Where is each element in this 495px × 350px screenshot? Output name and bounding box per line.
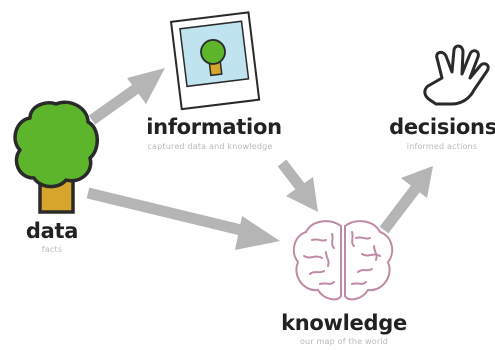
photo-icon <box>169 11 261 111</box>
node-decisions-title: decisions <box>389 115 495 139</box>
arrow-information-to-knowledge <box>277 159 318 212</box>
node-knowledge-subtitle: our map of the world <box>299 337 389 346</box>
node-knowledge-title: knowledge <box>281 311 407 335</box>
arrow-knowledge-to-decisions <box>379 166 433 234</box>
node-decisions-subtitle: informed actions <box>406 142 478 151</box>
tree-icon <box>13 100 99 214</box>
brain-icon <box>292 220 394 301</box>
node-data-title: data <box>25 219 79 243</box>
hand-icon <box>423 44 490 106</box>
arrow-data-to-knowledge <box>86 187 280 250</box>
arrow-data-to-information <box>88 68 165 125</box>
node-information-subtitle: captured data and knowledge <box>147 142 273 151</box>
node-data-subtitle: facts <box>41 245 63 254</box>
node-information-title: information <box>146 115 282 139</box>
